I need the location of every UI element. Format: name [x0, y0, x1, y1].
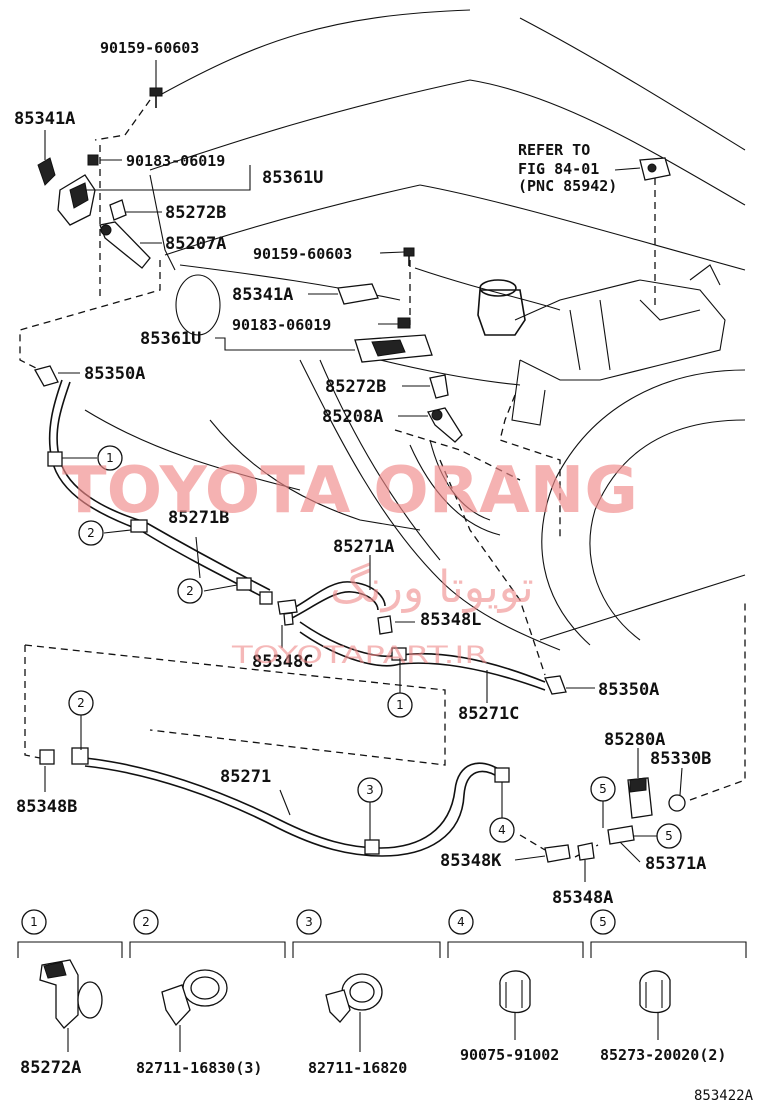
- svg-text:3: 3: [366, 783, 374, 797]
- label-refer-fig: FIG 84-01: [518, 160, 599, 178]
- svg-text:2: 2: [186, 584, 194, 598]
- label-85348K: 85348K: [440, 851, 502, 871]
- callout-2-c: 2: [68, 690, 94, 716]
- label-90159-60603-top: 90159-60603: [100, 39, 199, 57]
- label-90183-06019-mid: 90183-06019: [232, 316, 331, 334]
- label-85341A-mid: 85341A: [232, 285, 293, 305]
- label-90183-06019-top: 90183-06019: [126, 152, 225, 170]
- watermark-sub: TOYOTAPART.IR: [231, 641, 488, 669]
- part-shapes: [34, 87, 686, 863]
- svg-text:3: 3: [305, 915, 313, 929]
- callout-3: 3: [357, 777, 383, 803]
- svg-text:5: 5: [665, 829, 673, 843]
- svg-text:4: 4: [498, 823, 506, 837]
- callout-5-b: 5: [656, 823, 682, 849]
- label-85361U-top: 85361U: [262, 168, 323, 188]
- label-85271B: 85271B: [168, 508, 229, 528]
- callout-circles: 1 2 2 1 2 3 4 5 5: [68, 445, 682, 849]
- label-85348B: 85348B: [16, 797, 77, 817]
- label-85271C: 85271C: [458, 704, 519, 724]
- legend-item-5: 5 85273-20020(2): [590, 909, 726, 1064]
- label-85348L: 85348L: [420, 610, 481, 630]
- legend: 1 85272A 2 82711-16830(3) 3 82711-16820: [17, 909, 747, 1078]
- label-85280A: 85280A: [604, 730, 665, 750]
- legend-item-1: 1 85272A: [20, 909, 103, 1078]
- watermark: TOYOTA ORANG تويوتا ورنگ TOYOTAPART.IR: [62, 454, 638, 669]
- label-85271: 85271: [220, 767, 271, 787]
- legend-label-82711-16820: 82711-16820: [308, 1059, 407, 1077]
- callout-4: 4: [489, 817, 515, 843]
- label-90159-60603-mid: 90159-60603: [253, 245, 352, 263]
- svg-text:1: 1: [30, 915, 38, 929]
- legend-item-3: 3 82711-16820: [296, 909, 407, 1077]
- label-85341A-top: 85341A: [14, 109, 75, 129]
- label-85272B-top: 85272B: [165, 203, 226, 223]
- svg-text:1: 1: [396, 698, 404, 712]
- part-labels: 90159-60603 85341A 90183-06019 85361U 85…: [14, 39, 711, 908]
- legend-label-85272A: 85272A: [20, 1058, 81, 1078]
- legend-label-85273-20020: 85273-20020(2): [600, 1046, 726, 1064]
- label-85348A: 85348A: [552, 888, 613, 908]
- svg-text:5: 5: [599, 915, 607, 929]
- watermark-arabic: تويوتا ورنگ: [330, 562, 534, 613]
- label-85361U-mid: 85361U: [140, 329, 201, 349]
- watermark-main: TOYOTA ORANG: [62, 454, 638, 528]
- label-85207A: 85207A: [165, 234, 226, 254]
- label-refer-pnc: (PNC 85942): [518, 177, 617, 195]
- callout-2-a: 2: [78, 520, 104, 546]
- svg-text:2: 2: [142, 915, 150, 929]
- label-85371A: 85371A: [645, 854, 706, 874]
- legend-label-82711-16830: 82711-16830(3): [136, 1059, 262, 1077]
- label-85208A: 85208A: [322, 407, 383, 427]
- label-85272B-mid: 85272B: [325, 377, 386, 397]
- vehicle-body-outline: [84, 9, 746, 651]
- svg-text:2: 2: [77, 696, 85, 710]
- legend-item-2: 2 82711-16830(3): [133, 909, 262, 1077]
- diagram-id: 853422A: [694, 1088, 754, 1104]
- label-85271A: 85271A: [333, 537, 394, 557]
- callout-2-b: 2: [177, 578, 203, 604]
- label-85350A-left: 85350A: [84, 364, 145, 384]
- legend-item-4: 4 90075-91002: [448, 909, 559, 1064]
- label-85350A-right: 85350A: [598, 680, 659, 700]
- callout-1-upper: 1: [97, 445, 123, 471]
- cap-part-top: [37, 157, 56, 186]
- label-85348C: 85348C: [252, 652, 313, 672]
- label-85330B: 85330B: [650, 749, 711, 769]
- svg-text:1: 1: [106, 451, 114, 465]
- legend-label-90075-91002: 90075-91002: [460, 1046, 559, 1064]
- label-refer-to: REFER TO: [518, 141, 590, 159]
- leader-lines: [44, 60, 683, 882]
- dashed-group-boundaries: [19, 99, 746, 858]
- svg-text:2: 2: [87, 526, 95, 540]
- svg-text:5: 5: [599, 782, 607, 796]
- svg-text:4: 4: [457, 915, 465, 929]
- callout-5-a: 5: [590, 776, 616, 802]
- callout-1-lower: 1: [387, 692, 413, 718]
